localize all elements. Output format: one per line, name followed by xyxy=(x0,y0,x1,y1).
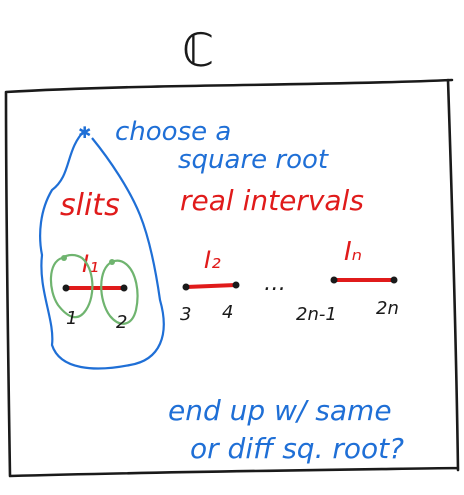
endpoint-label-1: 1 xyxy=(66,308,77,329)
interval-label-n: Iₙ xyxy=(344,237,362,267)
endpoint-label-2: 2 xyxy=(116,312,127,333)
complex-plane-symbol: ℂ xyxy=(182,23,214,77)
endpoint-2n xyxy=(390,276,398,284)
loop-path xyxy=(39,129,165,370)
plane-boundary xyxy=(4,78,460,478)
endpoint-2n-1 xyxy=(330,276,338,284)
endpoint-label-2n: 2n xyxy=(376,298,399,319)
endpoint-1 xyxy=(62,284,70,292)
endpoint-4 xyxy=(232,281,240,289)
interval-label-1: I₁ xyxy=(82,250,99,278)
endpoint-label-3: 3 xyxy=(180,304,191,325)
question-line-2: or diff sq. root? xyxy=(190,432,404,465)
endpoint-label-2n-1: 2n-1 xyxy=(296,304,337,325)
base-point-star: ✱ xyxy=(78,123,91,142)
green-start-dot-left xyxy=(61,255,67,261)
endpoint-3 xyxy=(182,283,190,291)
green-loop-right xyxy=(100,259,139,325)
slits-label: slits xyxy=(60,188,120,223)
interval-slit-2 xyxy=(184,283,238,289)
question-line-1: end up w/ same xyxy=(168,394,392,427)
annotation-choose: choose a xyxy=(115,117,231,147)
endpoint-2 xyxy=(120,284,128,292)
green-start-dot-right xyxy=(109,259,115,265)
endpoint-label-4: 4 xyxy=(222,302,233,323)
interval-label-2: I₂ xyxy=(204,246,221,274)
green-loop-left xyxy=(49,253,94,319)
ellipsis: … xyxy=(264,271,286,296)
annotation-square-root: square root xyxy=(178,145,329,175)
real-intervals-label: real intervals xyxy=(180,184,364,217)
